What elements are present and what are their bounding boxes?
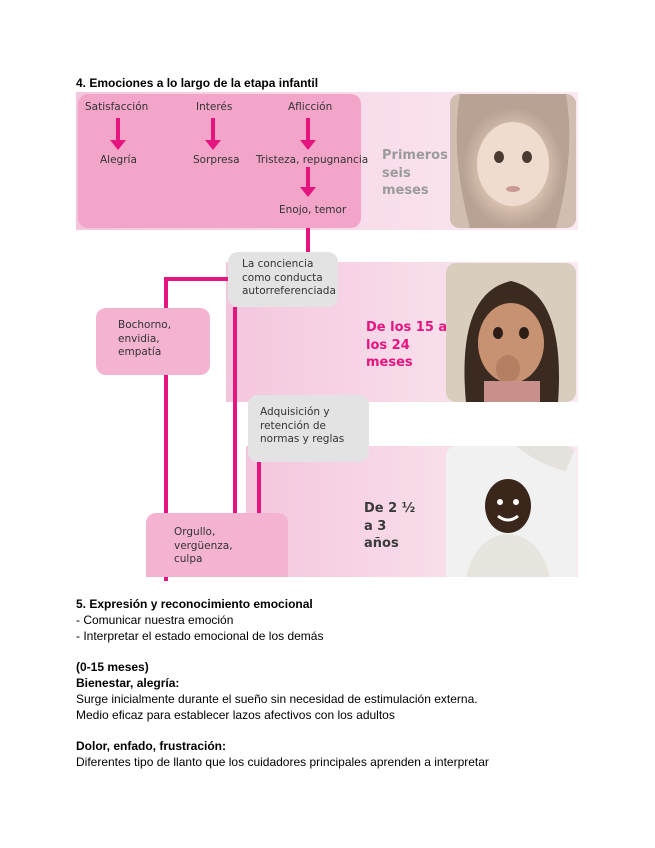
social-emotions-box: Bochorno, envidia, empatía	[96, 308, 210, 375]
stage-label-2: De los 15 a los 24 meses	[366, 319, 454, 372]
emotion-alegria: Alegría	[100, 154, 137, 168]
baby-photo	[450, 94, 576, 228]
social-emotions-text: Bochorno, envidia, empatía	[96, 308, 210, 360]
stage-label-1: Primeros seis meses	[382, 147, 460, 200]
stage-label-3: De 2 ½ a 3 años	[364, 500, 424, 553]
self-awareness-box: La conciencia como conducta autorreferen…	[228, 252, 338, 307]
emotion-satisfaccion: Satisfacción	[85, 101, 148, 115]
self-awareness-text: La conciencia como conducta autorreferen…	[228, 252, 338, 299]
self-conscious-text: Orgullo, vergüenza, culpa	[146, 513, 288, 567]
emotion-enojo: Enojo, temor	[279, 204, 346, 218]
age-range: (0-15 meses)	[76, 660, 149, 674]
self-conscious-box: Orgullo, vergüenza, culpa	[146, 513, 288, 577]
norms-box: Adquisición y retención de normas y regl…	[248, 395, 369, 462]
list-item: - Interpretar el estado emocional de los…	[76, 629, 323, 643]
toddler-photo	[446, 263, 576, 402]
subsection-heading: Dolor, enfado, frustración:	[76, 739, 226, 753]
section-5-title: 5. Expresión y reconocimiento emocional	[76, 597, 313, 611]
paragraph-line: Medio eficaz para establecer lazos afect…	[76, 708, 395, 722]
emotion-tristeza: Tristeza, repugnancia	[256, 154, 368, 168]
emotion-afliccion: Aflicción	[288, 101, 332, 115]
emotions-diagram: Satisfacción Interés Aflicción Alegría S…	[76, 92, 578, 577]
list-item: - Comunicar nuestra emoción	[76, 613, 233, 627]
paragraph-line: Diferentes tipo de llanto que los cuidad…	[76, 755, 489, 769]
norms-text: Adquisición y retención de normas y regl…	[248, 395, 369, 447]
section-4-title: 4. Emociones a lo largo de la etapa infa…	[76, 76, 318, 90]
connector-line	[164, 277, 236, 281]
emotion-interes: Interés	[196, 101, 232, 115]
subsection-heading: Bienestar, alegría:	[76, 676, 179, 690]
paragraph-line: Surge inicialmente durante el sueño sin …	[76, 692, 478, 706]
emotion-sorpresa: Sorpresa	[193, 154, 240, 168]
connector-line	[233, 307, 237, 517]
child-photo	[446, 446, 576, 577]
